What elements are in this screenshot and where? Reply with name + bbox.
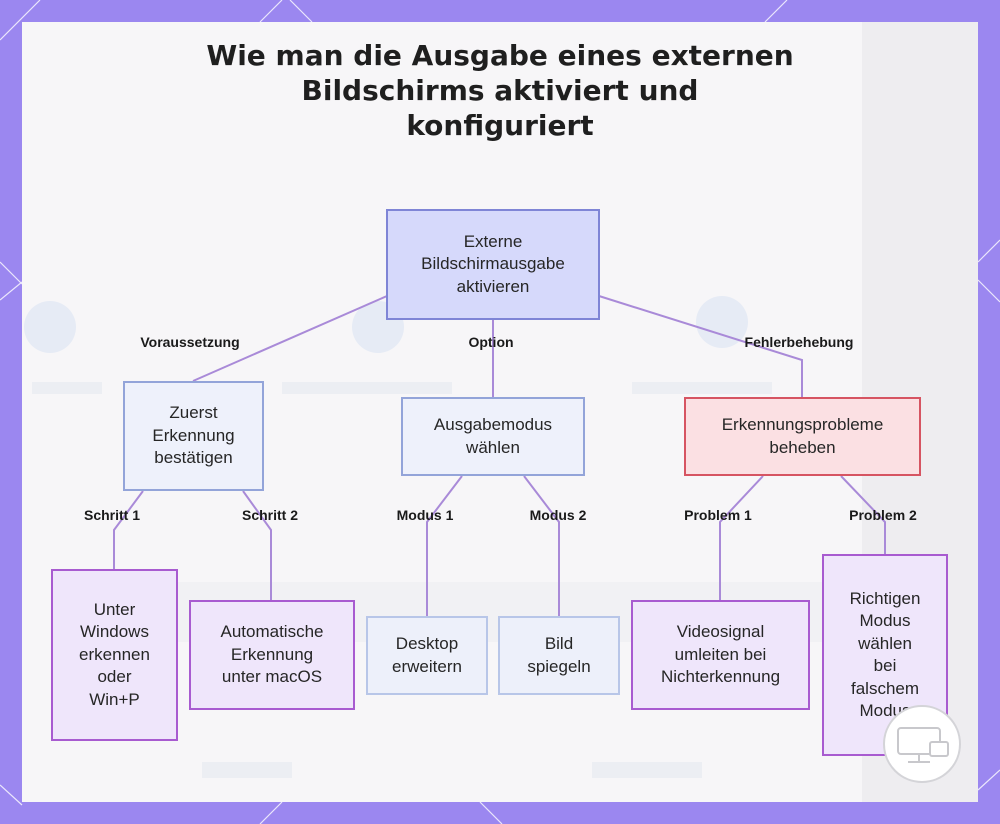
node-mirror-image: Bild spiegeln [498, 616, 620, 695]
connector-troubleshoot-redirect [720, 476, 763, 600]
node-extend-desktop: Desktop erweitern [366, 616, 488, 695]
node-windows-detect: Unter Windows erkennen oder Win+P [51, 569, 178, 741]
edge-label-option: Option [468, 334, 513, 350]
connector-output-extend [427, 476, 462, 616]
edge-label-step1: Schritt 1 [84, 507, 140, 523]
node-macos-auto-detect: Automatische Erkennung unter macOS [189, 600, 355, 710]
edge-label-mode1: Modus 1 [397, 507, 454, 523]
node-fix-detection-problems: Erkennungsprobleme beheben [684, 397, 921, 476]
edge-label-prerequisite: Voraussetzung [140, 334, 239, 350]
connector-detection-windows [114, 491, 143, 569]
edge-label-troubleshooting: Fehlerbehebung [745, 334, 854, 350]
edge-label-problem1: Problem 1 [684, 507, 752, 523]
node-redirect-video-signal: Videosignal umleiten bei Nichterkennung [631, 600, 810, 710]
node-confirm-detection: Zuerst Erkennung bestätigen [123, 381, 264, 491]
connector-output-mirror [524, 476, 559, 616]
edge-label-problem2: Problem 2 [849, 507, 917, 523]
edge-label-step2: Schritt 2 [242, 507, 298, 523]
node-enable-external-display: Externe Bildschirmausgabe aktivieren [386, 209, 600, 320]
node-choose-output-mode: Ausgabemodus wählen [401, 397, 585, 476]
monitor-logo-icon [880, 702, 964, 786]
edge-label-mode2: Modus 2 [530, 507, 587, 523]
